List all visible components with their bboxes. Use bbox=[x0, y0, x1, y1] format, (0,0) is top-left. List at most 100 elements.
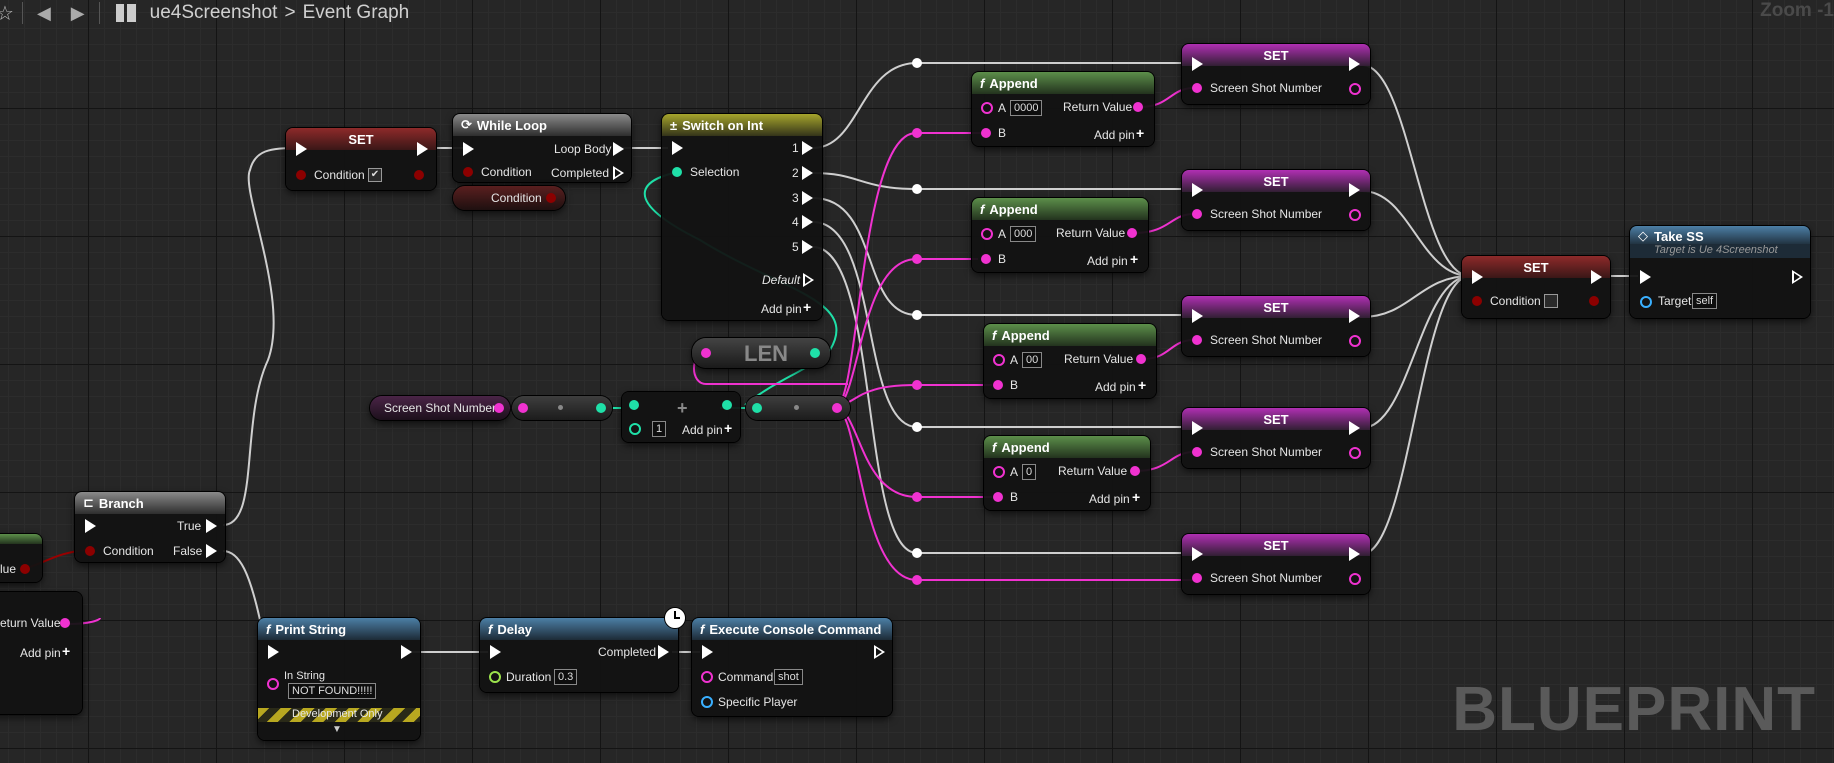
star-icon[interactable]: ☆ bbox=[0, 2, 14, 25]
bool-input-pin[interactable] bbox=[1472, 296, 1482, 306]
exec-out-pin[interactable] bbox=[401, 645, 412, 659]
reroute-knot[interactable] bbox=[912, 575, 922, 585]
b-input-pin[interactable] bbox=[981, 254, 991, 264]
take-ss-node[interactable]: ◇Take SS Target is Ue 4Screenshot Target… bbox=[1630, 226, 1810, 318]
exec-out-pin[interactable] bbox=[1349, 57, 1360, 71]
string-output-pin[interactable] bbox=[1349, 83, 1361, 95]
reroute-knot[interactable] bbox=[912, 128, 922, 138]
reroute-knot[interactable] bbox=[912, 184, 922, 194]
case-5-exec-pin[interactable] bbox=[802, 240, 813, 254]
command-value[interactable]: shot bbox=[774, 669, 803, 685]
set-screenshot-number-node-5[interactable]: SET Screen Shot Number bbox=[1182, 534, 1370, 594]
b-input-pin[interactable] bbox=[981, 128, 991, 138]
case-4-exec-pin[interactable] bbox=[802, 215, 813, 229]
condition-checkbox[interactable]: ✔ bbox=[368, 168, 382, 182]
exec-out-pin[interactable] bbox=[1349, 547, 1360, 561]
target-value[interactable]: self bbox=[1692, 293, 1718, 309]
breadcrumb-current[interactable]: Event Graph bbox=[302, 2, 410, 23]
breadcrumb-root[interactable]: ue4Screenshot bbox=[149, 2, 278, 23]
exec-out-pin[interactable] bbox=[1349, 309, 1360, 323]
return-value-pin[interactable] bbox=[1130, 466, 1140, 476]
condition-checkbox[interactable] bbox=[1544, 294, 1558, 308]
add-pin-label[interactable]: Add pin bbox=[761, 302, 802, 316]
a-value-field[interactable]: 000 bbox=[1010, 226, 1037, 242]
string-input-pin[interactable] bbox=[1192, 83, 1202, 93]
reroute-knot[interactable] bbox=[912, 254, 922, 264]
exec-out-pin[interactable] bbox=[1792, 270, 1803, 284]
add-pin-plus-icon[interactable]: + bbox=[1132, 489, 1141, 505]
bool-output-pin[interactable] bbox=[546, 193, 556, 203]
bool-output-pin[interactable] bbox=[20, 564, 30, 574]
exec-in-pin[interactable] bbox=[1192, 309, 1203, 323]
in-string-value[interactable]: NOT FOUND!!!!! bbox=[288, 683, 377, 699]
back-arrow-icon[interactable]: ◀ bbox=[36, 2, 51, 23]
completed-exec-pin[interactable] bbox=[658, 645, 669, 659]
a-input-pin[interactable] bbox=[981, 228, 993, 240]
add-pin-label[interactable]: Add pin bbox=[1095, 380, 1136, 394]
exec-in-pin[interactable] bbox=[702, 645, 713, 659]
in-string-pin[interactable] bbox=[267, 678, 279, 690]
set-screenshot-number-node-4[interactable]: SET Screen Shot Number bbox=[1182, 408, 1370, 468]
branch-node[interactable]: ⊏Branch True Condition False bbox=[75, 492, 225, 562]
return-value-pin[interactable] bbox=[60, 618, 70, 628]
exec-out-pin[interactable] bbox=[417, 142, 428, 156]
reroute-knot[interactable] bbox=[912, 310, 922, 320]
int-to-string-conversion-node[interactable] bbox=[746, 396, 850, 420]
add-pin-label[interactable]: Add pin bbox=[1087, 254, 1128, 268]
string-output-pin[interactable] bbox=[1349, 447, 1361, 459]
set-condition-right-node[interactable]: SET Condition bbox=[1462, 256, 1610, 318]
default-exec-pin[interactable] bbox=[803, 273, 814, 287]
a-input-pin[interactable] bbox=[981, 102, 993, 114]
add-pin-plus-icon[interactable]: + bbox=[724, 420, 733, 436]
return-value-pin[interactable] bbox=[1136, 354, 1146, 364]
true-exec-pin[interactable] bbox=[206, 519, 217, 533]
set-screenshot-number-node-1[interactable]: SET Screen Shot Number bbox=[1182, 44, 1370, 104]
add-pin-plus-icon[interactable]: + bbox=[803, 299, 812, 315]
add-pin-plus-icon[interactable]: + bbox=[62, 643, 71, 659]
left-partial-node-top[interactable]: lue bbox=[0, 534, 42, 582]
b-input-pin[interactable] bbox=[993, 492, 1003, 502]
string-input-pin[interactable] bbox=[701, 348, 711, 358]
command-input-pin[interactable] bbox=[701, 671, 713, 683]
exec-out-pin[interactable] bbox=[1591, 270, 1602, 284]
reroute-knot[interactable] bbox=[912, 548, 922, 558]
bool-output-pin[interactable] bbox=[414, 170, 424, 180]
int-output-pin[interactable] bbox=[810, 348, 820, 358]
len-node[interactable]: LEN bbox=[692, 338, 830, 368]
condition-input-pin[interactable] bbox=[85, 546, 95, 556]
condition-input-pin[interactable] bbox=[463, 167, 473, 177]
false-exec-pin[interactable] bbox=[206, 544, 217, 558]
add-pin-plus-icon[interactable]: + bbox=[1138, 377, 1147, 393]
exec-in-pin[interactable] bbox=[1192, 57, 1203, 71]
int-a-input-pin[interactable] bbox=[629, 400, 639, 410]
while-loop-node[interactable]: ⟳While Loop Loop Body Condition Complete… bbox=[453, 114, 631, 182]
string-output-pin[interactable] bbox=[1349, 335, 1361, 347]
expand-arrow-icon[interactable]: ▼ bbox=[332, 724, 342, 735]
reroute-knot[interactable] bbox=[912, 58, 922, 68]
int-output-pin[interactable] bbox=[722, 400, 732, 410]
exec-out-pin[interactable] bbox=[1349, 421, 1360, 435]
exec-in-pin[interactable] bbox=[463, 142, 474, 156]
reroute-knot[interactable] bbox=[912, 380, 922, 390]
exec-in-pin[interactable] bbox=[490, 645, 501, 659]
a-value-field[interactable]: 0 bbox=[1022, 464, 1037, 480]
int-b-value[interactable]: 1 bbox=[652, 421, 667, 437]
switch-on-int-node[interactable]: ±Switch on Int Selection 1 2 3 4 5 Defau… bbox=[662, 114, 822, 320]
add-pin-plus-icon[interactable]: + bbox=[1136, 125, 1145, 141]
specific-player-pin[interactable] bbox=[701, 696, 713, 708]
string-output-pin[interactable] bbox=[1349, 209, 1361, 221]
string-output-pin[interactable] bbox=[832, 403, 842, 413]
string-input-pin[interactable] bbox=[1192, 335, 1202, 345]
reroute-knot[interactable] bbox=[912, 422, 922, 432]
int-b-input-pin[interactable] bbox=[629, 423, 641, 435]
add-int-node[interactable]: + 1 Add pin + bbox=[622, 392, 740, 442]
case-3-exec-pin[interactable] bbox=[802, 191, 813, 205]
set-condition-node[interactable]: SET Condition ✔ bbox=[286, 128, 436, 190]
